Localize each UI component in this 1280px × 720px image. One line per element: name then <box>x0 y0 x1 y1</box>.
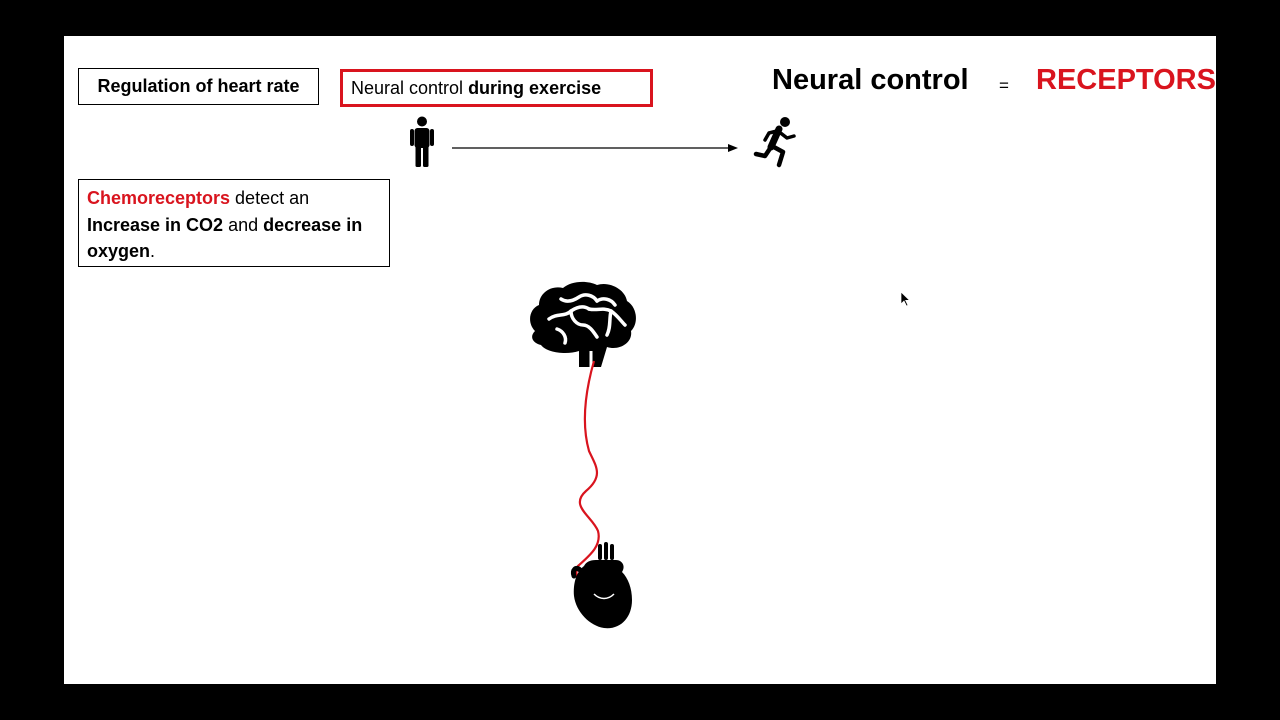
subtitle-bold: during exercise <box>468 77 602 98</box>
info-text-end: . <box>150 241 156 261</box>
title-text: Regulation of heart rate <box>97 76 300 96</box>
subtitle-normal: Neural control <box>351 77 464 98</box>
heading-receptors: RECEPTORS <box>1036 64 1216 96</box>
mouse-cursor-icon <box>900 291 911 307</box>
chemoreceptors-label: Chemoreceptors <box>87 188 231 208</box>
info-bold-1: Increase in CO2 <box>87 214 224 235</box>
heading-neural-control: Neural control <box>772 64 969 96</box>
heading-equals: = <box>999 76 1009 95</box>
arrow-icon <box>452 144 738 152</box>
heart-icon <box>571 542 632 629</box>
running-person-icon <box>753 117 796 168</box>
info-box: Chemoreceptors detect an Increase in CO2… <box>78 179 390 267</box>
info-bold-2: decrease in oxygen <box>87 214 363 262</box>
standing-person-icon <box>410 116 434 167</box>
info-text-2: and <box>223 214 264 235</box>
title-box: Regulation of heart rate <box>78 68 319 105</box>
info-text-1: detect an <box>230 188 310 208</box>
brain-icon <box>530 281 636 367</box>
